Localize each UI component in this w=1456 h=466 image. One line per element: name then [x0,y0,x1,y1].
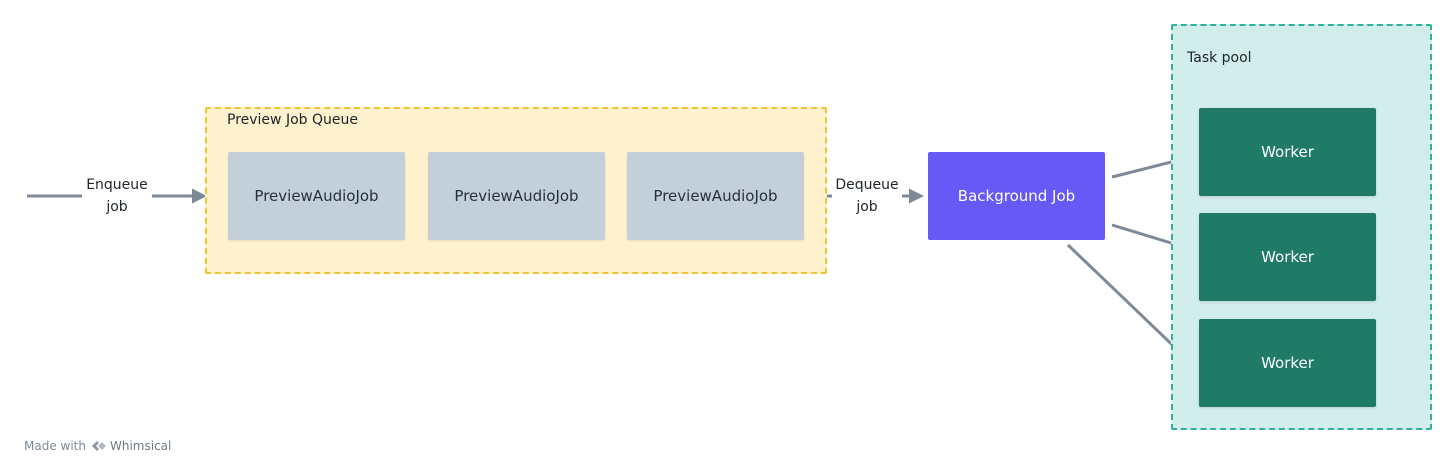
queue-job-1[interactable]: PreviewAudioJob [228,152,405,240]
worker-2[interactable]: Worker [1199,213,1376,301]
worker-1[interactable]: Worker [1199,108,1376,196]
enqueue-label-line-1: Enqueue [86,177,148,193]
background-job-node[interactable]: Background Job [928,152,1105,240]
footer-brand-name: Whimsical [109,439,172,453]
pool-title: Task pool [1187,50,1252,66]
enqueue-label: Enqueue job [82,174,152,218]
dequeue-label: Dequeue job [832,174,902,218]
queue-title: Preview Job Queue [227,112,358,128]
made-with-footer[interactable]: Made with Whimsical [24,439,171,453]
dequeue-label-line-2: job [856,199,878,215]
arrow-to-worker-3 [1066,243,1187,359]
whimsical-logo-icon [91,441,106,451]
dequeue-label-line-1: Dequeue [835,177,899,193]
worker-3[interactable]: Worker [1199,319,1376,407]
enqueue-label-line-2: job [106,199,128,215]
footer-prefix: Made with [24,439,86,453]
queue-job-3[interactable]: PreviewAudioJob [627,152,804,240]
footer-brand: Whimsical [91,439,171,453]
queue-job-2[interactable]: PreviewAudioJob [428,152,605,240]
